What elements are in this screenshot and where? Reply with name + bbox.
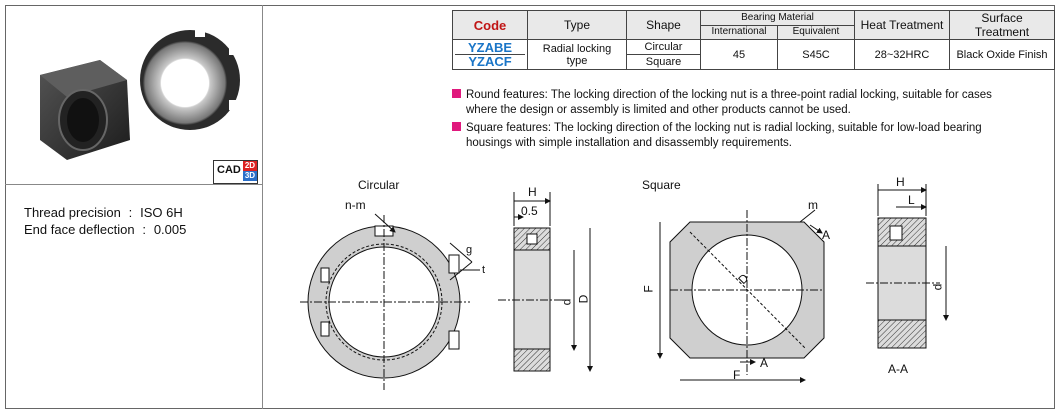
circular-side-section — [498, 192, 593, 372]
label-d-square: d — [930, 283, 945, 291]
th-type: Type — [527, 10, 627, 40]
product-photo-panel: CAD 2D 3D — [5, 5, 263, 185]
feature-square-line2: housings with simple installation and di… — [466, 137, 792, 149]
type-cell: Radial locking type — [527, 39, 627, 70]
label-n-m: n-m — [345, 198, 366, 212]
circular-title: Circular — [358, 178, 400, 192]
label-D-circular: D — [576, 294, 591, 304]
feature-round: Round features: The locking direction of… — [452, 88, 1052, 118]
th-international: International — [700, 24, 778, 40]
label-h-square: H — [896, 175, 905, 189]
th-surface-treatment: Surface Treatment — [949, 10, 1055, 40]
cad-badge[interactable]: CAD 2D 3D — [213, 160, 259, 184]
label-h-circular: H — [528, 185, 537, 199]
thread-precision-value: ISO 6H — [140, 205, 183, 220]
product-photo — [40, 29, 240, 160]
equivalent-cell: S45C — [777, 39, 855, 70]
label-a-top: A — [822, 228, 831, 242]
cad-badge-3d: 3D — [242, 171, 258, 181]
square-title: Square — [642, 178, 681, 192]
end-face-value: 0.005 — [153, 222, 187, 237]
label-0-5: 0.5 — [521, 204, 538, 218]
label-l: L — [908, 193, 915, 207]
international-cell: 45 — [700, 39, 778, 70]
code-cell: YZABE YZACF — [452, 39, 528, 70]
bullet-icon — [452, 122, 461, 131]
circular-front-view — [300, 213, 480, 390]
page-frame — [5, 5, 1055, 409]
th-code: Code — [452, 10, 528, 40]
feature-square-line1: Square features: The locking direction o… — [466, 122, 982, 134]
spec-info-panel — [5, 185, 263, 409]
end-face-row: End face deflection : 0.005 — [24, 222, 187, 237]
label-f-horizontal: F — [733, 368, 741, 382]
label-m: m — [808, 198, 818, 212]
bullet-icon — [452, 89, 461, 98]
spec-table: Code Type Shape Bearing Material Heat Tr… — [452, 10, 1055, 70]
surface-treatment-cell: Black Oxide Finish — [949, 39, 1055, 70]
feature-square: Square features: The locking direction o… — [452, 121, 1052, 151]
feature-round-line2: where the design or assembly is limited … — [466, 104, 851, 116]
cad-badge-2d: 2D — [242, 161, 258, 171]
shape-square: Square — [626, 54, 701, 70]
label-f-vertical: F — [641, 285, 656, 293]
square-side-section — [866, 184, 949, 349]
label-g: g — [466, 244, 473, 256]
label-section-aa: A-A — [888, 362, 909, 376]
th-bearing-material: Bearing Material — [700, 10, 855, 26]
end-face-label: End face deflection — [24, 222, 135, 237]
thread-precision-label: Thread precision — [24, 205, 121, 220]
label-d-circular: d — [559, 298, 574, 306]
label-a-bottom: A — [760, 356, 769, 370]
square-front-view — [657, 209, 825, 383]
code-yzabe: YZABE — [467, 40, 513, 55]
cad-badge-text: CAD — [214, 161, 243, 183]
label-t: t — [482, 264, 486, 276]
thread-precision-row: Thread precision : ISO 6H — [24, 205, 183, 220]
code-yzacf: YZACF — [455, 54, 525, 68]
feature-round-line1: Round features: The locking direction of… — [466, 89, 992, 101]
